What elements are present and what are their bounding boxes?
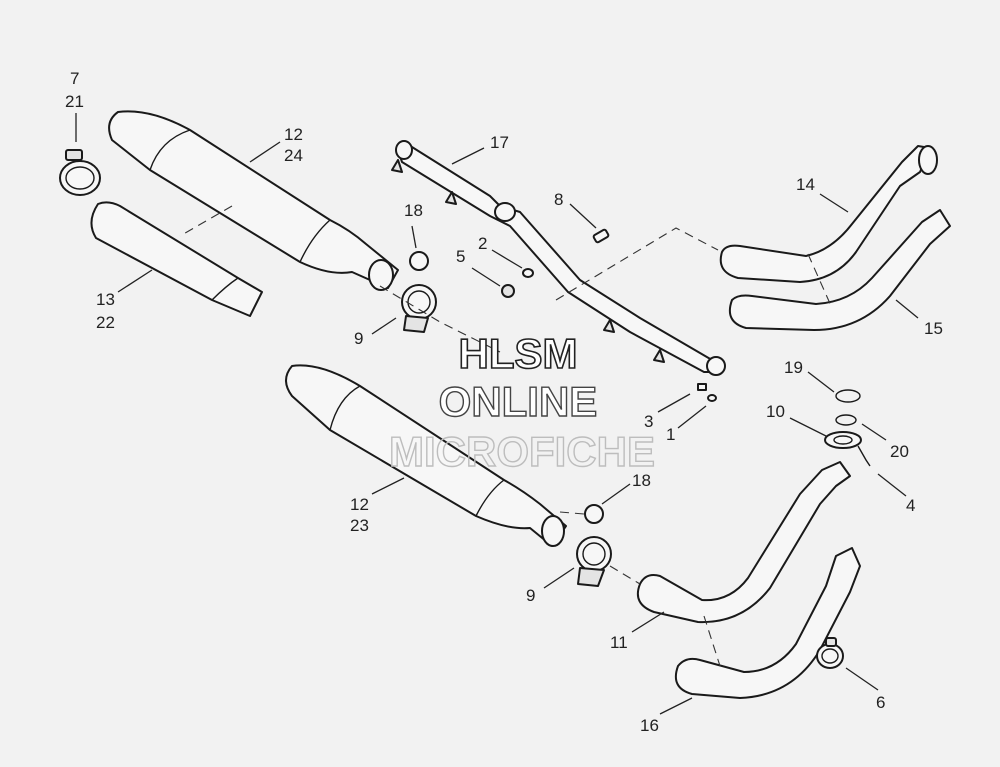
lower-left-muffler[interactable] [285, 364, 567, 547]
callout-17: 17 [490, 133, 509, 152]
callout-15: 15 [924, 319, 943, 338]
clamp-9-upper[interactable] [401, 284, 437, 333]
callout-10: 10 [766, 402, 785, 421]
muffler-bracket[interactable] [391, 140, 726, 376]
head-pipe-16[interactable] [674, 547, 861, 699]
watermark-line3: MICROFICHE [389, 428, 655, 475]
leader-lines [75, 113, 919, 715]
callout-labels: 7 21 12 24 17 8 18 2 5 14 13 22 9 15 19 … [65, 69, 943, 735]
watermark-line2: ONLINE [439, 378, 598, 425]
callout-2: 2 [478, 234, 487, 253]
clamp-upper-left[interactable] [59, 149, 101, 196]
callout-14: 14 [796, 175, 815, 194]
watermark: HLSM ONLINE MICROFICHE [388, 329, 655, 476]
callout-3: 3 [644, 412, 653, 431]
gasket-18-lower[interactable] [584, 504, 604, 524]
washer-2[interactable] [522, 268, 534, 278]
callout-8: 8 [554, 190, 563, 209]
callout-9-lower: 9 [526, 586, 535, 605]
callout-18-lower: 18 [632, 471, 651, 490]
callout-18-upper: 18 [404, 201, 423, 220]
callout-4: 4 [906, 496, 915, 515]
nut-5[interactable] [501, 284, 515, 298]
callout-12-upper: 12 [284, 125, 303, 144]
callout-6: 6 [876, 693, 885, 712]
head-pipe-14[interactable] [719, 145, 938, 283]
gasket-10[interactable] [824, 431, 871, 467]
callout-12-lower: 12 [350, 495, 369, 514]
callout-22: 22 [96, 313, 115, 332]
assembly-lines [179, 205, 833, 667]
clamp-6[interactable] [816, 637, 844, 669]
callout-13: 13 [96, 290, 115, 309]
callout-1: 1 [666, 425, 675, 444]
callout-24: 24 [284, 146, 303, 165]
ring-19[interactable] [835, 389, 861, 403]
head-pipe-11[interactable] [636, 461, 851, 624]
callout-21: 21 [65, 92, 84, 111]
callout-23: 23 [350, 516, 369, 535]
callout-9-upper: 9 [354, 329, 363, 348]
callout-7: 7 [70, 69, 79, 88]
upper-right-muffler[interactable] [108, 110, 399, 291]
head-pipe-15[interactable] [728, 209, 951, 331]
gasket-18-upper[interactable] [409, 251, 429, 271]
ring-20[interactable] [835, 414, 857, 426]
clamp-9-lower[interactable] [576, 536, 612, 587]
stud-8[interactable] [592, 228, 610, 244]
callout-11: 11 [610, 633, 628, 652]
callout-20: 20 [890, 442, 909, 461]
callout-16: 16 [640, 716, 659, 735]
callout-19: 19 [784, 358, 803, 377]
screw-1-3[interactable] [697, 383, 717, 402]
watermark-line1: HLSM [459, 330, 578, 377]
callout-5: 5 [456, 247, 465, 266]
muffler-end-cap[interactable] [90, 201, 263, 317]
